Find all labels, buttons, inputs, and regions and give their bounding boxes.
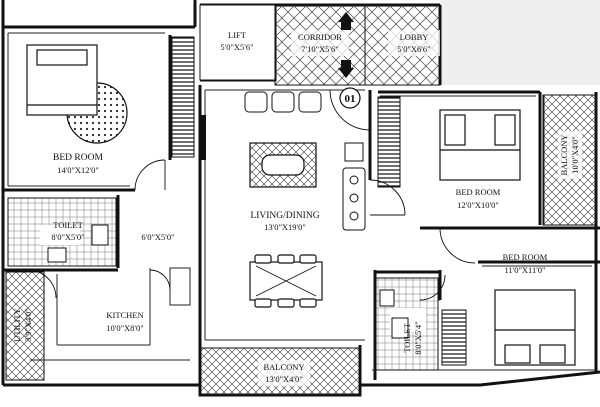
- basin-toilet2: [379, 289, 395, 307]
- living-size: 13'0"X19'0": [264, 222, 306, 232]
- living-label: LIVING/DINING: [250, 211, 319, 221]
- utility-size: 3'9"X4'0": [23, 308, 33, 341]
- sofa-side: [342, 167, 366, 231]
- coffee-table: [249, 142, 317, 188]
- bedroom3-size: 11'0"X11'0": [504, 265, 545, 275]
- wardrobe-bedroom1: [171, 36, 195, 158]
- sofa-living: [244, 91, 322, 113]
- bedroom1-size: 14'0"X12'0": [57, 165, 99, 175]
- wardrobe-bedroom2: [377, 96, 401, 188]
- lift-shaft: [199, 4, 276, 81]
- wc-toilet2: [391, 317, 409, 339]
- lobby-size: 5'0"X6'6": [397, 44, 430, 54]
- bedroom1-label: BED ROOM: [53, 153, 103, 163]
- utility-label: UTILITY: [12, 308, 22, 342]
- bedroom3-label: BED ROOM: [503, 252, 548, 262]
- toilet1-size: 8'0"X5'0": [51, 232, 84, 242]
- tv-unit: [200, 115, 206, 160]
- bed-bedroom2: [439, 109, 521, 181]
- toilet2-label: TOILET: [402, 322, 412, 352]
- stair-arrows-icon: [338, 12, 354, 78]
- passage-size: 6'0"X5'0": [141, 232, 174, 242]
- unit-number: 01: [345, 93, 356, 105]
- balcony-bottom-label: BALCONY: [263, 362, 304, 372]
- balcony-bottom-floor: [199, 347, 361, 396]
- unit-number-circle: [339, 87, 361, 109]
- basin-toilet1: [47, 247, 67, 263]
- bed-bedroom1: [26, 44, 128, 144]
- bedroom2-label: BED ROOM: [456, 187, 501, 197]
- lift-label: LIFT: [228, 30, 247, 40]
- bedroom2-size: 12'0"X10'0": [457, 200, 499, 210]
- lamp-table: [344, 142, 364, 162]
- lobby-label: LOBBY: [400, 32, 429, 42]
- kitchen-label: KITCHEN: [106, 310, 143, 320]
- utility-floor: [5, 271, 45, 381]
- lift-size: 5'0"X5'6": [220, 42, 253, 52]
- door-swings: [27, 89, 476, 301]
- balcony-right-label: BALCONY: [559, 134, 569, 175]
- corridor-size: 7'10"X5'6": [301, 44, 338, 54]
- wc-toilet1: [91, 224, 109, 246]
- dining-table: [249, 254, 323, 308]
- wardrobe-bedroom3: [441, 309, 467, 366]
- toilet2-size: 8'0"X5'4": [413, 321, 423, 354]
- balcony-bottom-size: 13'0"X4'0": [265, 374, 302, 384]
- balcony-right-floor: [542, 94, 597, 226]
- bed-bedroom3: [494, 289, 576, 366]
- balcony-right-size: 10'0"X4'0": [570, 136, 580, 173]
- corridor-label: CORRIDOR: [298, 32, 342, 42]
- outside-area: [440, 0, 600, 85]
- kitchen-size: 10'0"X8'0": [106, 323, 143, 333]
- toilet1-label: TOILET: [53, 220, 83, 230]
